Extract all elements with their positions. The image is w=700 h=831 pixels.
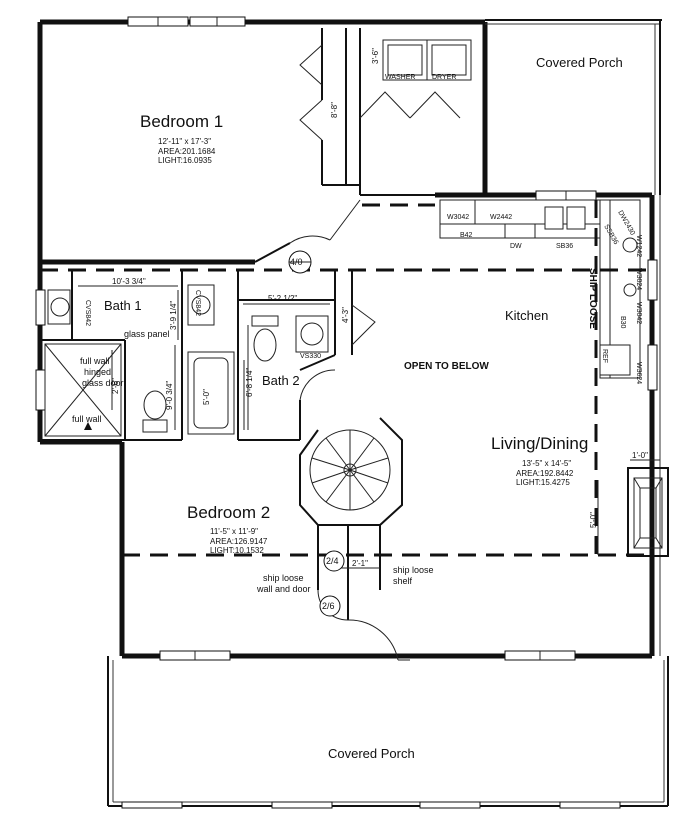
full-wall-hinged-note-1: full wall [80,356,110,366]
cabinet-w1242: W1242 [635,235,642,257]
ship-loose-wall-note-1: ship loose [263,573,304,583]
door-tag-2-6: 2/6 [322,601,335,611]
interior-walls [40,28,669,620]
vanity-cvs842-right: CVS842 [194,290,201,316]
dim-2-1: 2'-1" [352,559,368,568]
bedroom2-light: LIGHT:10.1532 [210,546,264,555]
vanity-cvs842-left: CVS842 [84,300,91,326]
cabinet-w3042: W3042 [447,214,469,221]
bath2-fixtures [187,315,329,435]
laundry-area [382,39,472,81]
glass-panel-note: glass panel [124,329,170,339]
door-tag-4-0: 4/0 [290,257,303,267]
dim-8-8: 8'-8" [330,102,339,118]
living-dining-size: 13'-5" x 14'-5" [522,459,571,468]
dim-4-3: 4'-3" [341,307,350,323]
bath2-name: Bath 2 [262,373,300,388]
dryer-label: DRYER [432,74,456,81]
dim-1-0: 1'-0" [632,451,648,460]
bedroom1-area: AREA:201.1684 [158,147,216,156]
loft-dashed-lines [40,200,652,557]
living-dining-area: AREA:192.8442 [516,469,574,478]
washer-label: WASHER [385,74,415,81]
cabinet-b42: B42 [460,232,473,239]
ship-loose-shelf-note-2: shelf [393,576,413,586]
dim-5-0-tub: 5'-0" [202,389,211,405]
kitchen-name: Kitchen [505,308,548,323]
dim-10-3: 10'-3 3/4" [112,277,146,286]
exterior-walls [37,19,669,807]
dim-3-9: 3'-9 1/4" [169,301,178,330]
bedroom2-area: AREA:126.9147 [210,537,268,546]
full-wall-hinged-note-2: hinged [84,367,111,377]
cabinet-w3624: W3624 [635,362,642,384]
windows [35,16,658,809]
bedroom1-light: LIGHT:16.0935 [158,156,212,165]
dimension-lines [78,285,660,569]
full-wall-hinged-note-3: glass door [82,378,124,388]
cabinet-sb36: SB36 [556,243,573,250]
full-wall-note: full wall [72,414,102,424]
bedroom2-size: 11'-5" x 11'-9" [210,527,258,536]
dim-9-0: 9'-0 3/4" [165,381,174,410]
cabinet-w3024: W3024 [635,268,642,290]
bath1-name: Bath 1 [104,298,142,313]
vanity-vs330: VS330 [300,353,321,360]
dim-2-6: 2'-6" [111,378,120,394]
cabinet-w3042-side: W3042 [635,302,642,324]
door-tag-2-4: 2/4 [326,556,339,566]
cabinet-b30: B30 [619,316,626,329]
dim-6-8: 6'-8 1/4" [245,368,254,397]
bedroom1-size: 12'-11" x 17'-3" [158,137,211,146]
ship-loose-vertical-note: SHIP LOOSE [587,268,598,329]
dim-5-0-fireplace: 5'-0" [589,512,598,528]
open-to-below-label: OPEN TO BELOW [404,361,489,372]
covered-porch-bottom: Covered Porch [328,746,415,761]
dim-5-2: 5'-2 1/2" [268,294,297,303]
dishwasher-label: DW [510,243,522,250]
covered-porch-top: Covered Porch [536,55,623,70]
ship-loose-wall-note-2: wall and door [256,584,311,594]
kitchen-cabinets [439,199,641,379]
bath1-fixtures [44,284,215,437]
cabinet-w2442: W2442 [490,214,512,221]
spiral-stair [309,429,391,511]
living-dining-name: Living/Dining [491,434,588,453]
living-dining-light: LIGHT:15.4275 [516,478,570,487]
bedroom1-name: Bedroom 1 [140,112,223,131]
dim-3-6: 3'-6" [371,48,380,64]
door-tags [288,250,345,617]
refrigerator-label: REF [601,349,608,363]
bedroom2-name: Bedroom 2 [187,503,270,522]
ship-loose-shelf-note-1: ship loose [393,565,434,575]
